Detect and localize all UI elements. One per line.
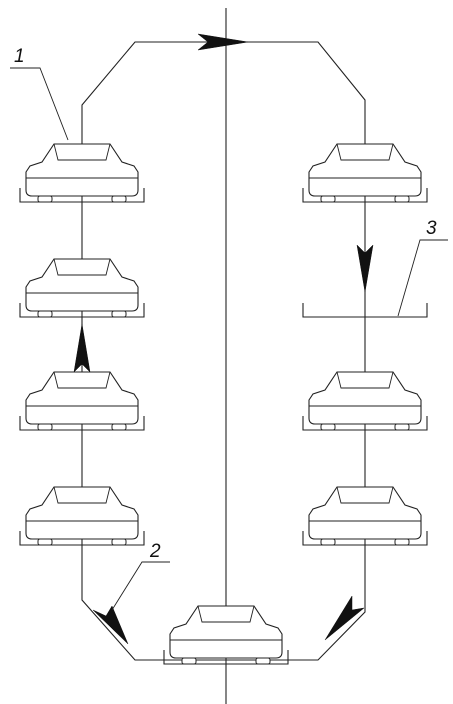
leader-1 (10, 67, 69, 141)
leader-3 (397, 239, 448, 317)
car-bottom (163, 605, 289, 665)
car-left-4 (19, 486, 145, 546)
arrow-right-down (356, 244, 374, 293)
arrow-left-up (73, 323, 91, 373)
car-left-2 (19, 258, 145, 318)
label-3: 3 (426, 218, 437, 239)
car-right-1 (302, 143, 428, 203)
arrow-top-right (197, 33, 249, 51)
arrow-bottom-right (324, 595, 365, 641)
conveyor-loop (81, 41, 366, 661)
leader-2 (111, 561, 170, 611)
car-left-1 (19, 143, 145, 203)
label-2: 2 (149, 541, 161, 562)
car-right-3 (302, 486, 428, 546)
arrow-bottom-left (92, 605, 129, 645)
car-right-2 (302, 371, 428, 431)
car-left-3 (19, 371, 145, 431)
label-1: 1 (14, 46, 25, 67)
